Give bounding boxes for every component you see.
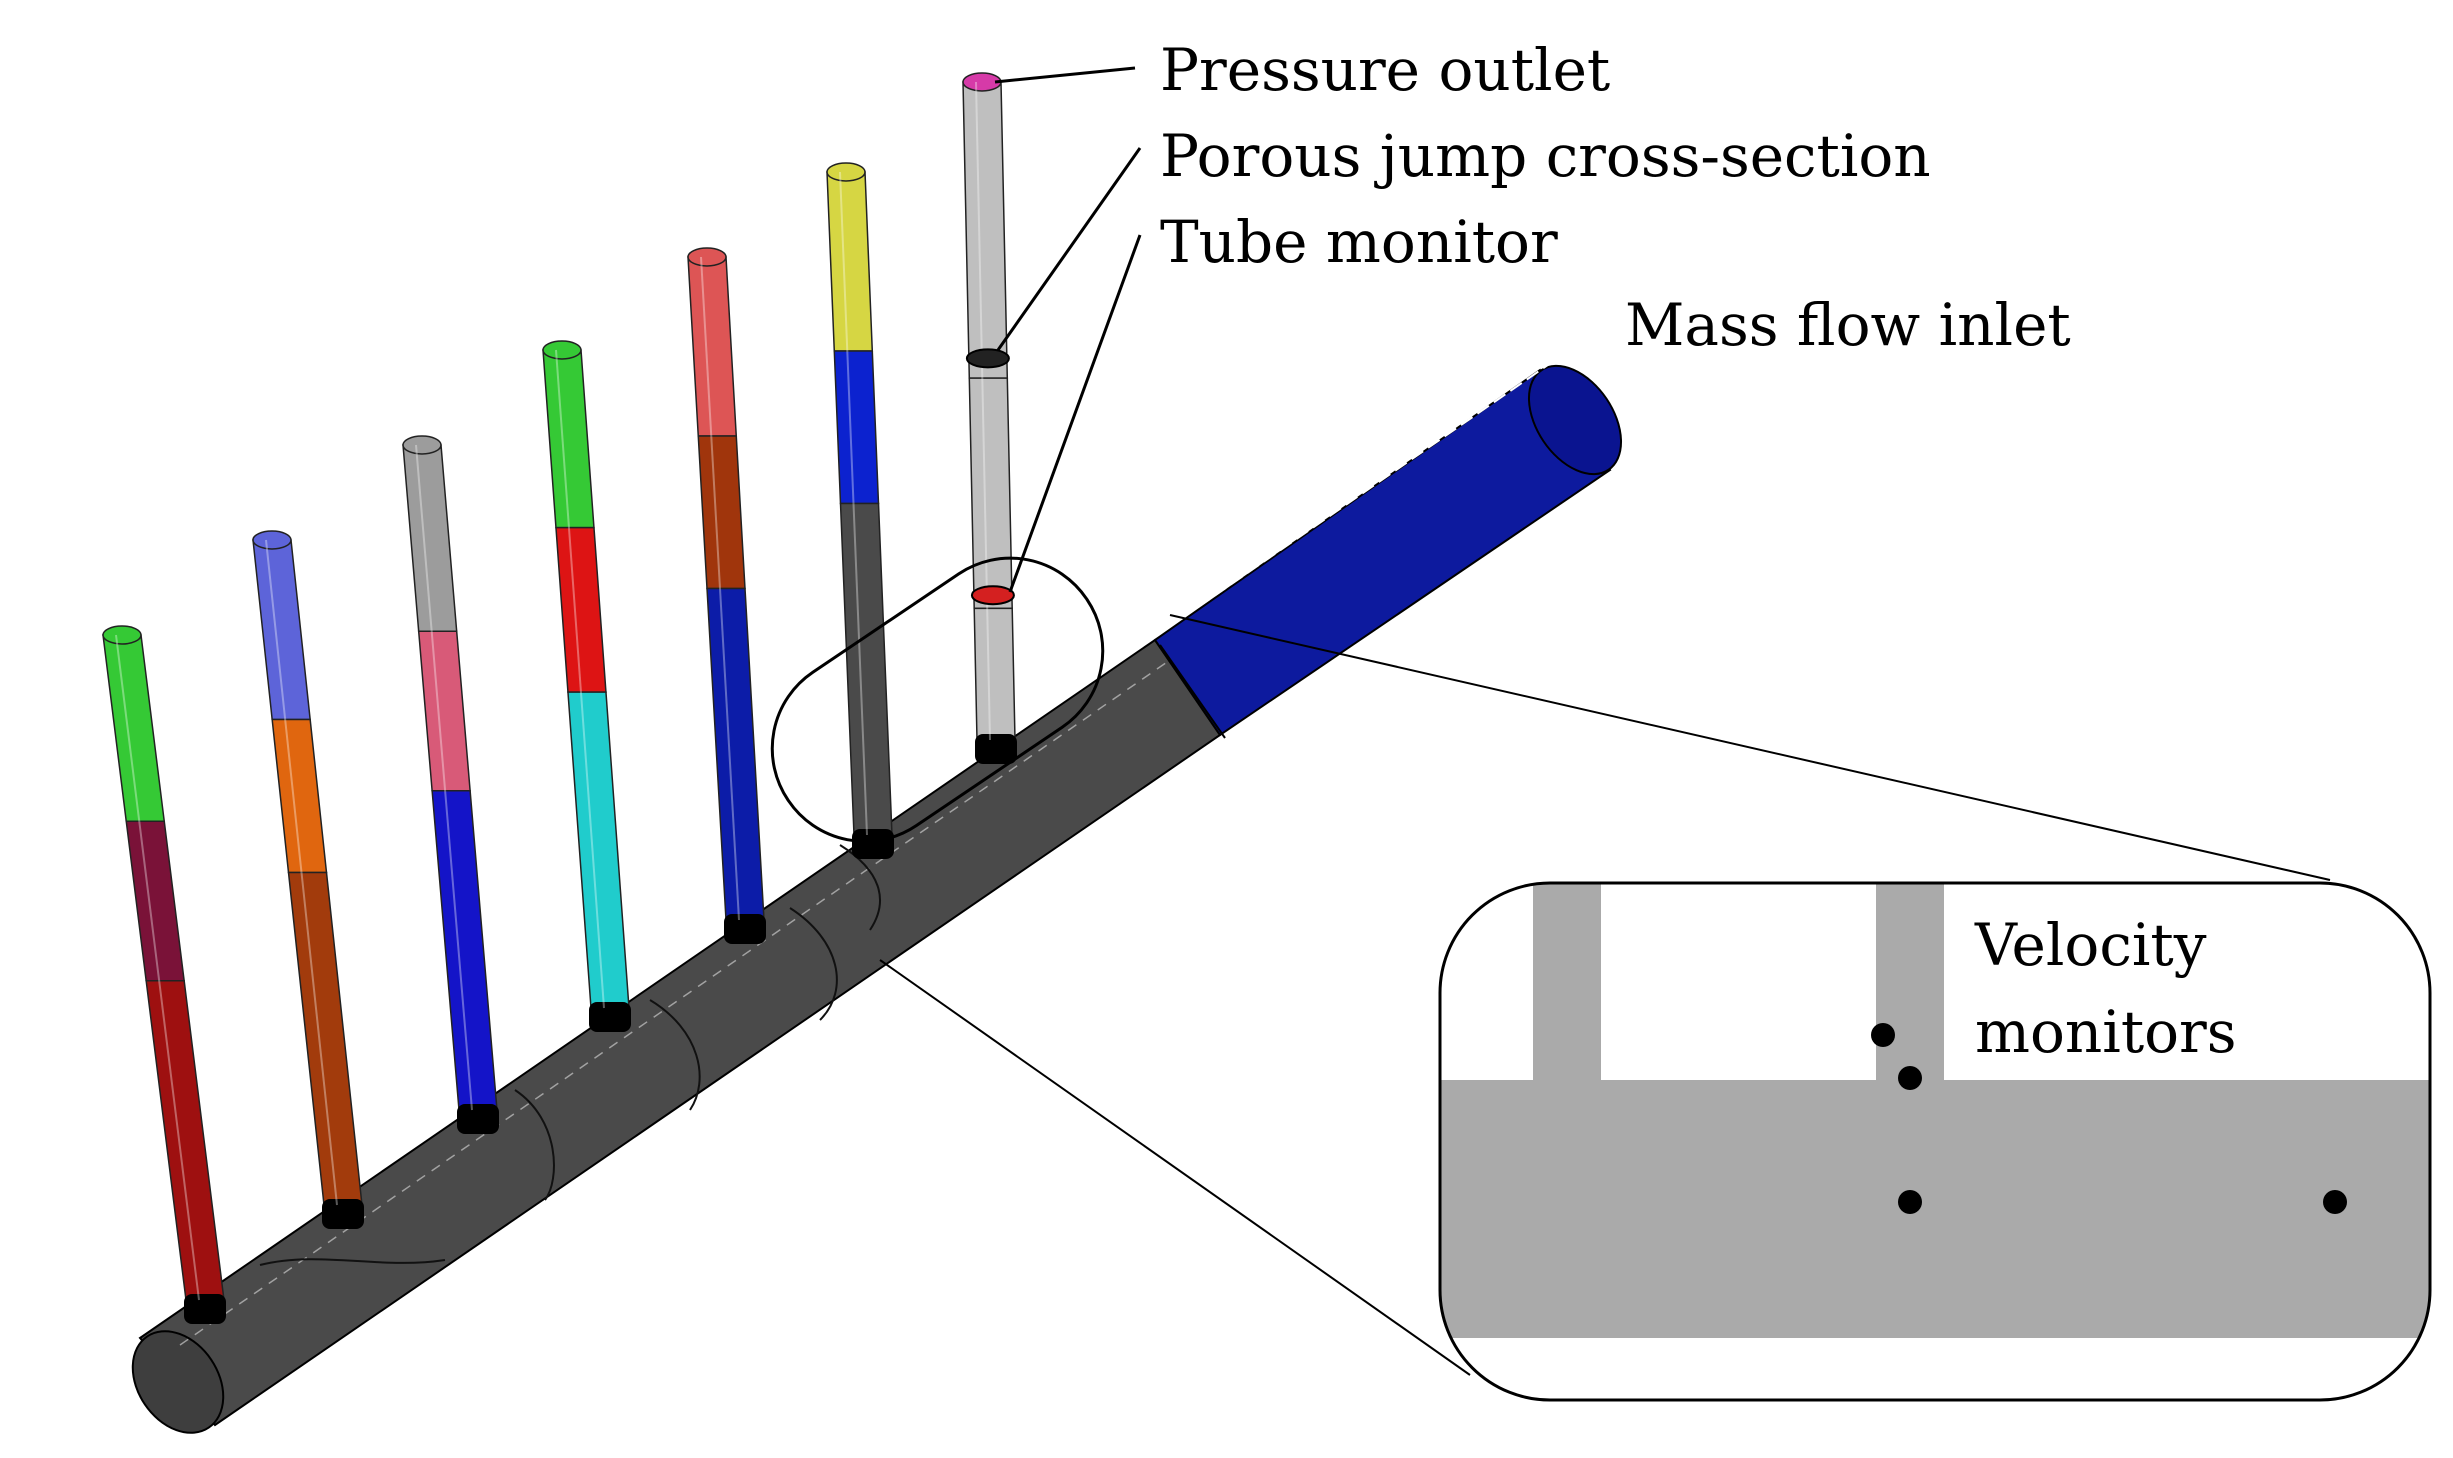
- tube-monitor-ring: [970, 585, 1015, 606]
- tube-junction-collar: [724, 914, 766, 944]
- tube-junction-collar: [457, 1104, 499, 1134]
- tube-segment: [826, 171, 874, 352]
- tube-segment: [145, 980, 225, 1301]
- tube-segment: [833, 350, 880, 505]
- tube-top-cap: [542, 340, 582, 360]
- tube-segment: [102, 634, 166, 822]
- tube-segment: [968, 377, 1013, 610]
- tube-junction-collar: [322, 1199, 364, 1229]
- velocity-monitors-label-line1: Velocity: [1974, 911, 2207, 979]
- branch-tube-7: [962, 72, 1017, 764]
- tube-segment: [287, 871, 363, 1206]
- tube-highlight: [555, 349, 605, 1009]
- tube-segment: [962, 81, 1009, 379]
- velocity-monitor-point: [1871, 1023, 1895, 1047]
- velocity-monitor-point: [1898, 1190, 1922, 1214]
- branch-tube-4: [542, 340, 631, 1032]
- branch-tube-5: [687, 247, 766, 944]
- porous-jump-label: Porous jump cross-section: [1160, 122, 1931, 190]
- zoom-region-oval: [770, 556, 1105, 843]
- mass-flow-inlet-label: Mass flow inlet: [1625, 291, 2071, 359]
- tube-junction-collar: [852, 829, 894, 859]
- tube-junction-collar: [589, 1002, 631, 1032]
- manifold-end-cap: [131, 1330, 225, 1434]
- tube-highlight: [265, 539, 338, 1206]
- branch-tubes: [102, 72, 1017, 1324]
- tube-segment: [973, 607, 1016, 741]
- zoom-connector-bottom: [879, 959, 1471, 1376]
- velocity-monitor-point: [1898, 1066, 1922, 1090]
- zoom-connector-top: [1169, 614, 2331, 881]
- inlet-end-cap: [1527, 364, 1623, 476]
- tube-highlight: [415, 444, 473, 1111]
- pressure-outlet-callout: [994, 66, 1136, 84]
- tube-junction-collar: [184, 1294, 226, 1324]
- branch-tube-3: [402, 435, 499, 1134]
- inset-branch-left: [1533, 883, 1601, 1083]
- porous-jump-callout: [996, 147, 1142, 351]
- porous-jump-ring: [965, 348, 1010, 369]
- tube-monitor-label: Tube monitor: [1160, 208, 1558, 276]
- tube-highlight: [700, 256, 740, 921]
- tube-highlight: [115, 634, 200, 1301]
- tube-segment: [555, 526, 607, 693]
- velocity-monitors-label-line2: monitors: [1975, 998, 2237, 1066]
- tube-segment: [697, 435, 746, 590]
- branch-tube-2: [252, 530, 364, 1229]
- inlet-section: [1153, 359, 1623, 739]
- tube-top-cap: [102, 625, 142, 645]
- tube-segment: [839, 502, 893, 836]
- velocity-monitor-inset: Velocity monitors: [1438, 881, 2432, 1402]
- tube-segment: [431, 790, 498, 1111]
- tube-top-cap: [252, 530, 292, 550]
- tube-highlight: [839, 171, 868, 836]
- tube-segment: [567, 691, 630, 1009]
- tube-highlight: [975, 81, 991, 741]
- tube-top-cap: [687, 247, 727, 267]
- tube-segment: [687, 256, 738, 437]
- pressure-outlet-label: Pressure outlet: [1160, 36, 1610, 104]
- tube-segment: [417, 630, 471, 792]
- tube-top-cap: [826, 162, 866, 182]
- branch-tube-1: [102, 625, 226, 1324]
- tube-segment: [542, 349, 595, 529]
- inset-branch-right: [1876, 883, 1944, 1083]
- tube-junction-collar: [975, 734, 1017, 764]
- velocity-monitor-point: [2323, 1190, 2347, 1214]
- tube-top-cap: [402, 435, 442, 455]
- tube-monitor-callout: [1008, 234, 1142, 593]
- inset-manifold: [1440, 1080, 2430, 1338]
- branch-tube-6: [826, 162, 894, 859]
